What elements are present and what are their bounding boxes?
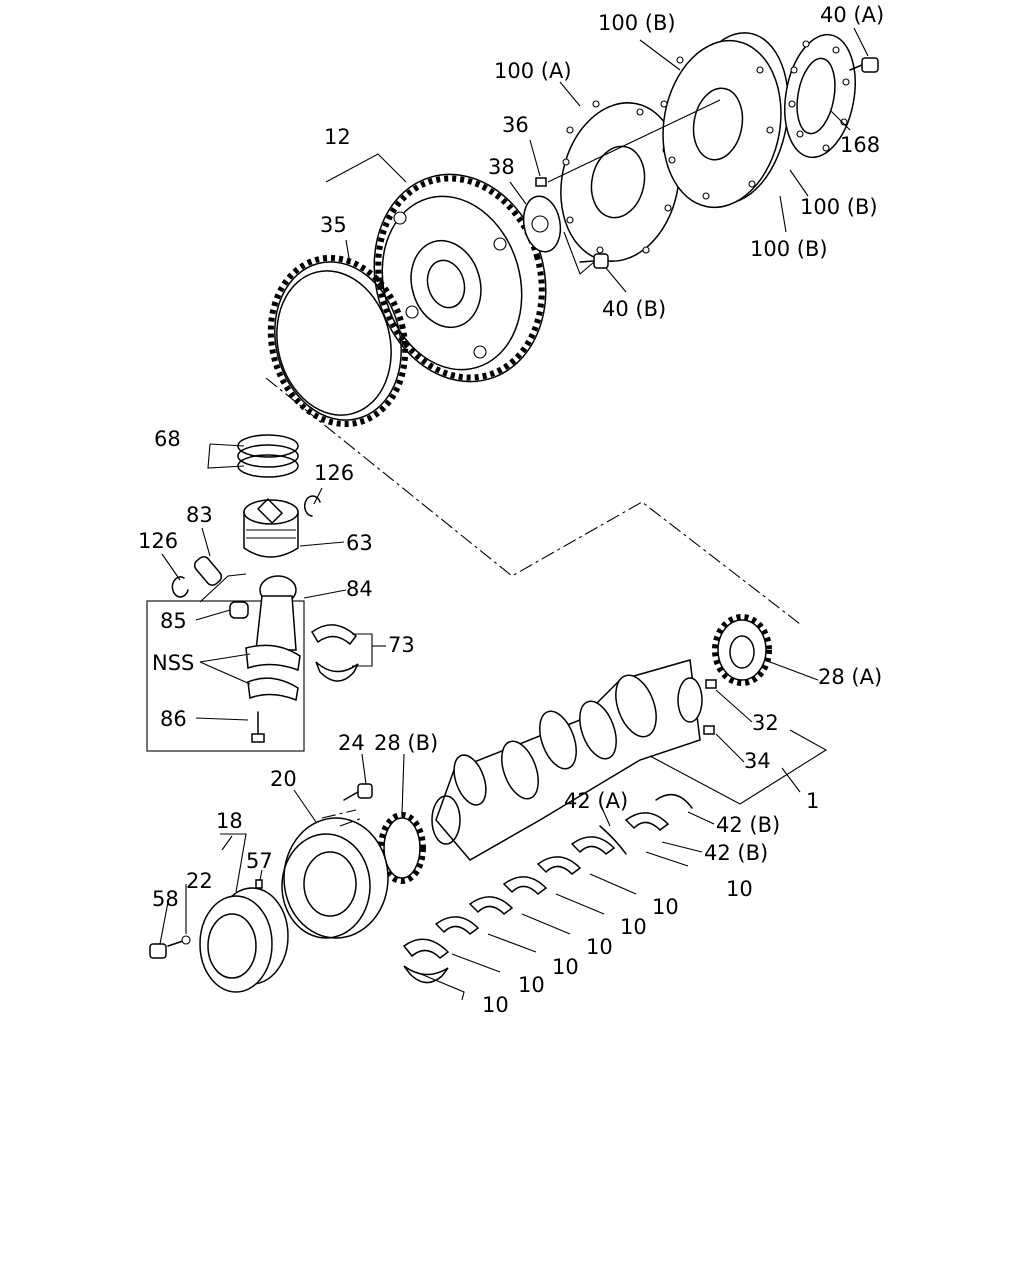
label-10-4: 10 (586, 935, 613, 959)
label-36: 36 (502, 113, 529, 137)
callouts: 100 (B) 40 (A) 100 (A) 36 12 168 38 100 … (138, 3, 884, 1017)
ring-gear (267, 254, 409, 428)
label-18: 18 (216, 809, 243, 833)
label-32: 32 (752, 711, 779, 735)
label-100b-top: 100 (B) (598, 11, 676, 35)
label-10-6: 10 (518, 973, 545, 997)
label-10-7: 10 (482, 993, 509, 1017)
piston-pin (193, 556, 223, 586)
label-68: 68 (154, 427, 181, 451)
pin-36 (535, 177, 547, 187)
bolt-58 (149, 935, 191, 959)
bolt-40a (849, 57, 879, 73)
label-28a: 28 (A) (818, 665, 882, 689)
leader-lines (159, 27, 869, 1001)
piston (243, 498, 299, 558)
assembly-line-3 (339, 817, 363, 827)
label-35: 35 (320, 213, 347, 237)
label-40a: 40 (A) (820, 3, 884, 27)
bolt-24 (343, 783, 373, 801)
flex-plate-b (660, 32, 790, 209)
label-57: 57 (246, 849, 273, 873)
label-10-3: 10 (620, 915, 647, 939)
label-12: 12 (324, 125, 351, 149)
label-84: 84 (346, 577, 373, 601)
label-63: 63 (346, 531, 373, 555)
label-73: 73 (388, 633, 415, 657)
label-86: 86 (160, 707, 187, 731)
thrust-washer-a (655, 793, 693, 809)
label-126-left: 126 (138, 529, 178, 553)
label-24: 24 (338, 731, 365, 755)
flex-plate-a (560, 100, 680, 262)
plate-168 (784, 33, 856, 159)
gear-28b (378, 812, 426, 884)
label-nss: NSS (152, 651, 194, 675)
rod-group-box (146, 600, 305, 752)
label-1: 1 (806, 789, 819, 813)
label-85: 85 (160, 609, 187, 633)
label-10-2: 10 (652, 895, 679, 919)
label-28b: 28 (B) (374, 731, 438, 755)
label-83: 83 (186, 503, 213, 527)
rod-bolt (251, 711, 265, 743)
crank-pulley (281, 817, 389, 939)
gear-28a (712, 614, 772, 686)
assembly-line-2 (321, 809, 357, 819)
label-58: 58 (152, 887, 179, 911)
label-42b-bottom: 42 (B) (704, 841, 768, 865)
crank-pins (703, 679, 717, 735)
label-22: 22 (186, 869, 213, 893)
assembly-line-1 (265, 377, 801, 625)
plate-38 (522, 195, 562, 253)
label-10-5: 10 (552, 955, 579, 979)
thrust-washer-b (599, 825, 627, 855)
key-57 (255, 879, 263, 889)
label-100b-mid: 100 (B) (800, 195, 878, 219)
main-bearings (402, 812, 670, 984)
bolt-40b (579, 253, 609, 269)
label-42b-top: 42 (B) (716, 813, 780, 837)
damper (199, 887, 289, 993)
connecting-rod (245, 575, 301, 702)
label-168: 168 (840, 133, 880, 157)
label-100a: 100 (A) (494, 59, 572, 83)
label-38: 38 (488, 155, 515, 179)
rod-bearings (311, 624, 359, 682)
label-126-top: 126 (314, 461, 354, 485)
label-10-1: 10 (726, 877, 753, 901)
label-40b: 40 (B) (602, 297, 666, 321)
flywheel (373, 173, 547, 383)
snap-ring-a (303, 495, 321, 517)
label-100b-low: 100 (B) (750, 237, 828, 261)
rod-bushing (229, 601, 249, 619)
piston-rings (237, 434, 299, 478)
label-20: 20 (270, 767, 297, 791)
label-42a: 42 (A) (564, 789, 628, 813)
crankshaft (431, 659, 703, 861)
label-34: 34 (744, 749, 771, 773)
snap-ring-b (171, 576, 189, 598)
